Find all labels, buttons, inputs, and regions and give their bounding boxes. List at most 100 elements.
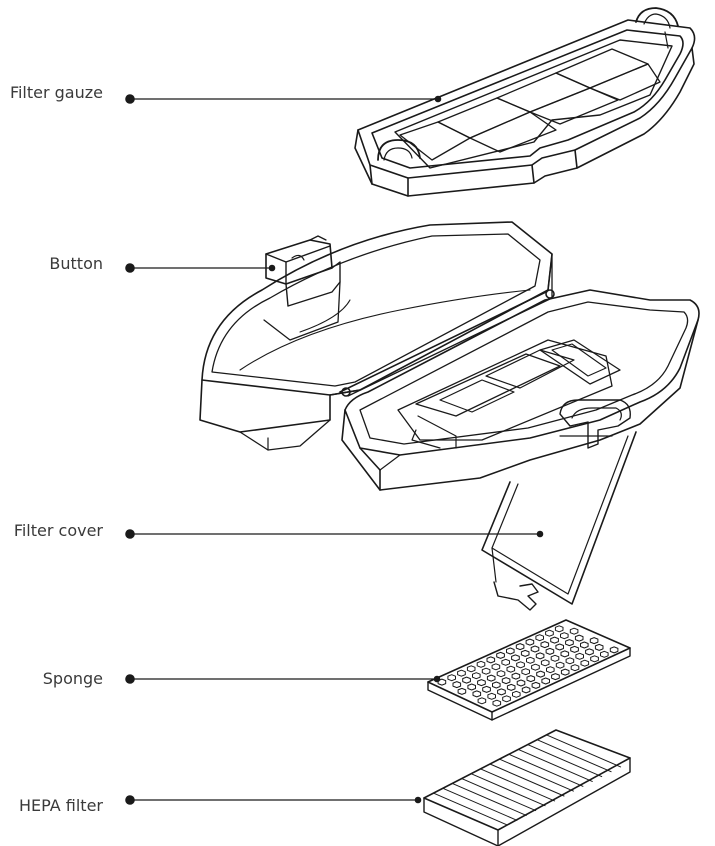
sponge-cell [555, 643, 564, 651]
sponge-cell [501, 658, 510, 666]
sponge-cell [569, 627, 579, 635]
sponge-cell [497, 688, 506, 696]
sponge-cell [580, 641, 589, 649]
sponge-cell [516, 661, 525, 669]
hepa-pleat-line [527, 744, 603, 778]
sponge-cell [487, 692, 496, 700]
button-part [263, 235, 341, 341]
leader-button [125, 263, 276, 273]
hepa-pleat-line [498, 758, 574, 792]
sponge-cell [501, 677, 511, 685]
sponge-cell [447, 674, 456, 682]
sponge-cell [477, 679, 486, 687]
sponge-cell [546, 666, 555, 674]
sponge-cell [502, 695, 511, 703]
hepa-pleat-line [480, 768, 556, 802]
sponge-cell [506, 683, 516, 691]
sponge-cell [457, 669, 466, 677]
sponge-cell [491, 663, 501, 671]
sponge-cell [535, 634, 544, 642]
sponge-cell [482, 685, 491, 693]
sponge-cell [554, 625, 564, 633]
sponge-cell [486, 674, 496, 682]
sponge-cell [472, 690, 482, 698]
label-sponge: Sponge [42, 669, 103, 688]
sponge-cell [594, 643, 604, 651]
sponge-cell [526, 675, 536, 683]
sponge-cell [496, 651, 505, 659]
label-filter-cover: Filter cover [13, 521, 103, 540]
sponge-cell [492, 681, 501, 689]
sponge-cell [550, 654, 560, 662]
sponge-cell [516, 679, 526, 687]
hepa-pleats [432, 734, 622, 826]
leader-filter-cover [125, 529, 544, 539]
sponge-cell [585, 648, 594, 656]
sponge-cell [526, 656, 535, 664]
sponge-cell [560, 650, 570, 658]
sponge-cell [609, 646, 619, 654]
dustbin-body [199, 221, 553, 451]
sponge-cell [467, 683, 476, 691]
sponge-cell [472, 672, 481, 680]
sponge-cell [462, 676, 471, 684]
sponge-cell [535, 652, 545, 660]
sponge-cell [506, 665, 516, 673]
hepa-pleat-line [489, 763, 565, 797]
sponge-cell [466, 665, 476, 673]
sponge-cell [545, 629, 554, 637]
sponge-cell [574, 634, 584, 642]
label-filter-gauze: Filter gauze [9, 83, 103, 102]
hepa-filter-part [423, 729, 631, 846]
sponge-cell [565, 657, 575, 665]
sponge-cell [492, 699, 502, 707]
sponge-cell [560, 668, 570, 676]
sponge-cell [570, 664, 580, 672]
sponge-cell [531, 663, 540, 671]
sponge-cell [437, 678, 447, 686]
sponge-cell [515, 643, 525, 651]
hepa-pleat-line [546, 734, 622, 768]
sponge-cell [481, 667, 491, 675]
label-button: Button [49, 254, 103, 273]
filter-gauze-part [354, 7, 696, 197]
sponge-cell [476, 660, 486, 668]
sponge-cell [580, 659, 590, 667]
sponge-honeycomb [437, 625, 619, 707]
sponge-cell [540, 641, 550, 649]
hepa-pleat-line [508, 753, 584, 787]
sponge-cell [541, 677, 550, 685]
hepa-pleat-line [451, 782, 527, 816]
sponge-cell [545, 647, 555, 655]
sponge-cell [511, 654, 520, 662]
sponge-cell [452, 681, 462, 689]
sponge-cell [521, 686, 531, 694]
sponge-cell [570, 645, 579, 653]
sponge-cell [511, 672, 521, 680]
hepa-pleat-line [461, 778, 537, 812]
hepa-pleat-line [432, 792, 508, 826]
sponge-cell [457, 687, 467, 695]
sponge-cell [486, 656, 496, 664]
sponge-cell [575, 652, 584, 660]
hepa-pleat-line [517, 748, 593, 782]
sponge-cell [520, 649, 530, 657]
sponge-cell [477, 697, 487, 705]
sponge-cell [555, 661, 565, 669]
sponge-cell [525, 638, 535, 646]
sponge-cell [521, 668, 530, 676]
sponge-cell [550, 636, 559, 644]
sponge-cell [600, 650, 609, 658]
sponge-cell [531, 681, 541, 689]
leader-lines [125, 94, 544, 805]
leader-filter-gauze [125, 94, 442, 104]
sponge-cell [565, 639, 574, 647]
filter-cover-part [341, 289, 700, 611]
sponge-cell [496, 670, 506, 678]
hepa-pleat-line [442, 787, 518, 821]
sponge-cell [551, 673, 560, 681]
sponge-cell [560, 632, 569, 640]
sponge-cell [590, 655, 599, 663]
leader-hepa-filter [125, 795, 422, 805]
